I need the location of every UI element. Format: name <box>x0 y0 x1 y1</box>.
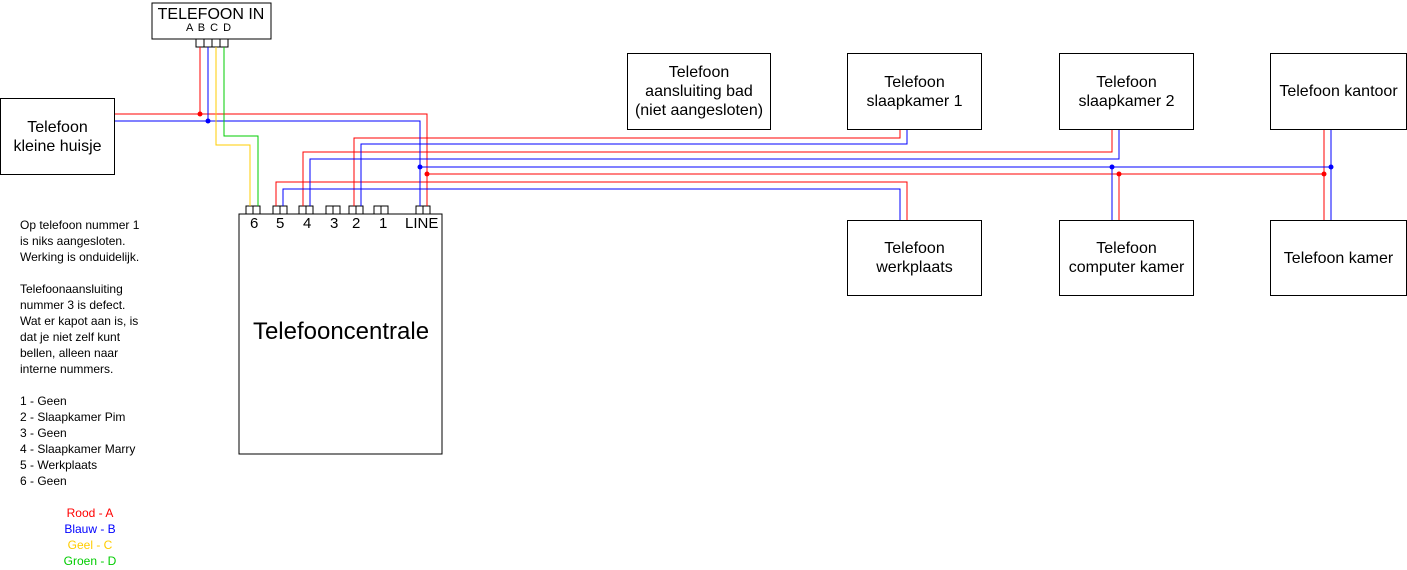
junction-blue-kantoor <box>1328 164 1334 170</box>
box-computer-kamer: Telefoon computer kamer <box>1059 220 1194 296</box>
box-kantoor-label: Telefoon kantoor <box>1279 83 1398 100</box>
junction-red-in <box>197 111 203 117</box>
port-6-b <box>252 205 261 215</box>
port-1-a <box>373 205 382 215</box>
wire-red-slaapkamer1 <box>353 130 901 206</box>
telefoon-in-letters: A B C D <box>186 22 233 34</box>
notes: Op telefoon nummer 1 is niks aangesloten… <box>20 217 139 489</box>
box-aansluiting-bad-label: Telefoon aansluiting bad (niet aangeslot… <box>634 64 764 119</box>
box-kantoor: Telefoon kantoor <box>1270 53 1407 130</box>
wire-red-kleinehuisje-line <box>114 113 428 206</box>
wire-blue-werkplaats <box>282 188 901 220</box>
legend-blue: Blauw - B <box>64 522 116 536</box>
box-aansluiting-bad: Telefoon aansluiting bad (niet aangeslot… <box>627 53 771 130</box>
mapping-line: 6 - Geen <box>20 474 67 488</box>
port-4-a <box>298 205 307 215</box>
note2-line: dat je niet zelf kunt <box>20 330 121 344</box>
wire-blue-slaapkamer2 <box>309 130 1120 206</box>
terminal-b <box>203 38 213 48</box>
box-kleine-huisje: Telefoon kleine huisje <box>0 98 115 175</box>
legend-red: Rood - A <box>66 506 114 520</box>
wire-yellow <box>215 47 251 206</box>
port-label-line: LINE <box>405 215 439 232</box>
legend-yellow: Geel - C <box>67 538 113 552</box>
mapping-line: 4 - Slaapkamer Marry <box>20 442 136 456</box>
box-computer-kamer-label: Telefoon computer kamer <box>1068 240 1185 276</box>
junction-dots <box>197 111 1334 177</box>
telefoon-in-terminals <box>195 38 229 48</box>
terminal-c <box>211 38 221 48</box>
port-label-6: 6 <box>250 215 259 232</box>
note1-line: Werking is onduidelijk. <box>20 250 140 264</box>
wire-red-werkplaats <box>275 181 908 220</box>
port-3-a <box>325 205 334 215</box>
wire-blue-slaapkamer1 <box>360 130 908 206</box>
blue-wires <box>114 47 1332 220</box>
red-wires <box>114 47 1325 220</box>
box-werkplaats-label: Telefoon werkplaats <box>876 240 953 276</box>
port-line-b <box>422 205 431 215</box>
junction-red-computer <box>1116 171 1122 177</box>
wire-green <box>223 47 259 206</box>
centrale-title: Telefooncentrale <box>252 318 430 345</box>
port-6-a <box>245 205 254 215</box>
centrale-terminals <box>245 205 431 215</box>
note2-line: nummer 3 is defect. <box>20 298 126 312</box>
telefoon-in-box <box>151 2 272 40</box>
port-5-a <box>272 205 281 215</box>
mapping-line: 5 - Werkplaats <box>20 458 98 472</box>
box-slaapkamer-1-label: Telefoon slaapkamer 1 <box>866 73 963 110</box>
wire-blue-kleinehuisje-line <box>114 120 421 206</box>
mapping-line: 3 - Geen <box>20 426 67 440</box>
box-kleine-huisje-label: Telefoon kleine huisje <box>13 118 102 155</box>
box-slaapkamer-1: Telefoon slaapkamer 1 <box>847 53 982 130</box>
box-slaapkamer-2-label: Telefoon slaapkamer 2 <box>1078 73 1175 110</box>
telefoon-in-title: TELEFOON IN <box>157 6 265 23</box>
port-label-3: 3 <box>330 215 339 232</box>
box-werkplaats: Telefoon werkplaats <box>847 220 982 296</box>
port-label-5: 5 <box>276 215 285 232</box>
note1-line: Op telefoon nummer 1 <box>20 218 140 232</box>
mapping-line: 1 - Geen <box>20 394 67 408</box>
port-2-a <box>348 205 357 215</box>
port-label-2: 2 <box>352 215 361 232</box>
legend-green: Groen - D <box>63 554 117 568</box>
note2-line: interne nummers. <box>20 362 114 376</box>
note1-line: is niks aangesloten. <box>20 234 126 248</box>
port-5-b <box>279 205 288 215</box>
terminal-d <box>219 38 229 48</box>
note2-line: Telefoonaansluiting <box>20 282 123 296</box>
junction-blue-line <box>417 164 423 170</box>
port-line-a <box>415 205 424 215</box>
junction-red-kantoor <box>1321 171 1327 177</box>
mapping-line: 2 - Slaapkamer Pim <box>20 410 126 424</box>
junction-red-line <box>424 171 430 177</box>
telefooncentrale-box <box>238 213 443 455</box>
note2-line: bellen, alleen naar <box>20 346 119 360</box>
port-1-b <box>380 205 389 215</box>
note2-line: Wat er kapot aan is, is <box>20 314 139 328</box>
junction-blue-computer <box>1109 164 1115 170</box>
junction-blue-in <box>205 118 211 124</box>
port-2-b <box>355 205 364 215</box>
port-4-b <box>305 205 314 215</box>
color-legend: Rood - A Blauw - B Geel - C Groen - D <box>40 505 140 569</box>
terminal-a <box>195 38 205 48</box>
port-3-b <box>332 205 341 215</box>
wire-red-slaapkamer2 <box>302 130 1113 206</box>
box-kamer-label: Telefoon kamer <box>1283 249 1394 267</box>
port-label-4: 4 <box>303 215 312 232</box>
box-kamer: Telefoon kamer <box>1270 220 1407 296</box>
port-label-1: 1 <box>379 215 388 232</box>
box-slaapkamer-2: Telefoon slaapkamer 2 <box>1059 53 1194 130</box>
